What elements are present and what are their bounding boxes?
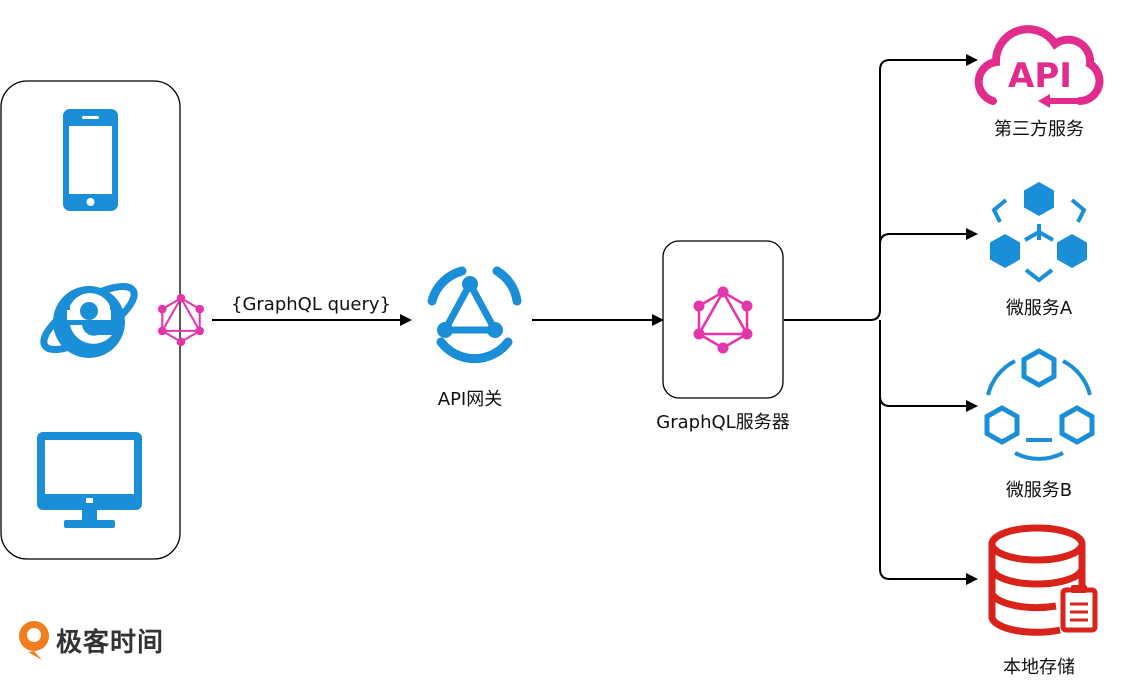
browser-icon (40, 282, 138, 358)
cloud-api-icon: API (974, 25, 1104, 108)
node-label-local-storage: 本地存储 (1003, 657, 1075, 678)
edge-label-graphql-query: {GraphQL query} (231, 294, 391, 315)
fan-out-edges (784, 54, 978, 585)
client-devices-box (0, 80, 181, 560)
microservice-b-icon (987, 351, 1092, 461)
microservice-a-icon (990, 182, 1087, 283)
node-label-third-party: 第三方服务 (994, 119, 1084, 140)
brand-logo-icon (19, 621, 49, 660)
graphql-client-icon (156, 292, 206, 348)
api-gateway-icon (427, 266, 522, 364)
graphql-server-box (662, 240, 784, 399)
monitor-icon (37, 432, 142, 528)
brand-name: 极客时间 (56, 628, 165, 658)
node-label-service-a: 微服务A (1005, 298, 1073, 319)
node-label-gateway: API网关 (437, 389, 503, 410)
node-label-service-b: 微服务B (1005, 480, 1073, 501)
smartphone-icon (63, 109, 118, 211)
api-badge-text: API (1008, 56, 1072, 96)
graphql-server-icon (692, 285, 754, 355)
database-icon (988, 524, 1098, 636)
node-label-graphql-server: GraphQL服务器 (656, 412, 790, 433)
